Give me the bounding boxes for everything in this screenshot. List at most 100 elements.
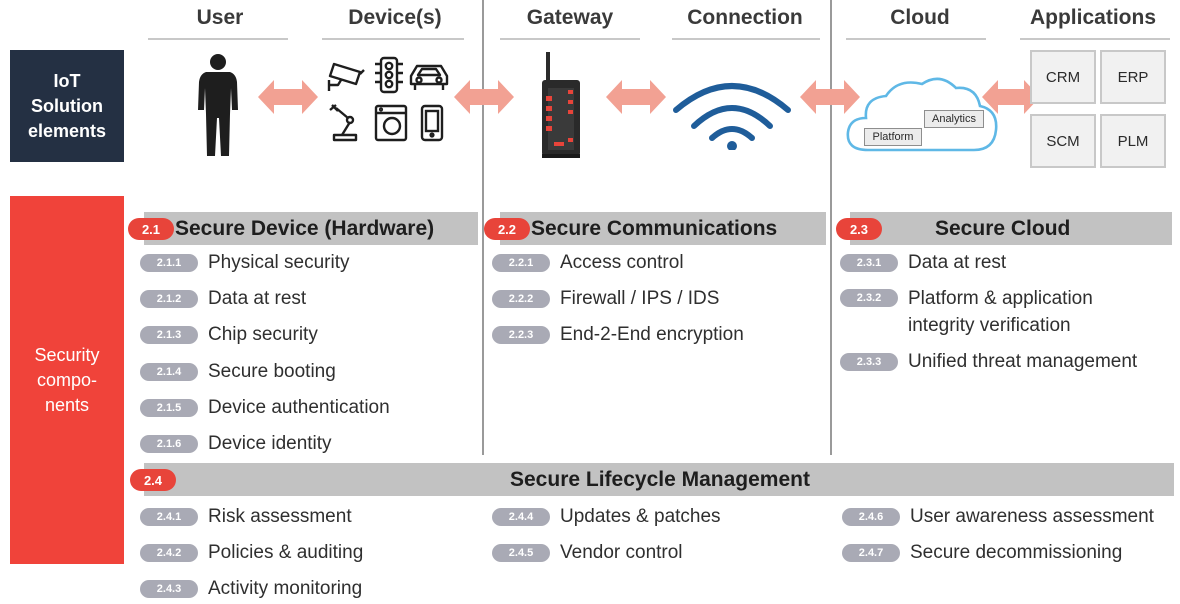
item-label: Firewall / IPS / IDS xyxy=(560,288,720,309)
bidirectional-arrow-icon xyxy=(258,80,318,114)
item-label: Vendor control xyxy=(560,542,683,563)
security-components-label: Security compo- nents xyxy=(10,196,124,564)
item-label: Data at rest xyxy=(208,288,307,309)
item-label: Access control xyxy=(560,252,684,273)
item-label: Platform & application xyxy=(908,288,1093,309)
column-header-applications: Applications xyxy=(1029,6,1156,29)
item-number-badge: 2.4.6 xyxy=(842,508,900,526)
section-badge: 2.4 xyxy=(130,469,176,491)
traffic-light-icon xyxy=(375,56,403,94)
bidirectional-arrow-icon xyxy=(606,80,666,114)
section-title-secure-communications: Secure Communications xyxy=(531,217,778,240)
list-item: 2.1.4 Secure booting xyxy=(140,359,336,385)
item-number-badge: 2.1.4 xyxy=(140,363,198,381)
item-number-badge: 2.4.4 xyxy=(492,508,550,526)
column-header-gateway: Gateway xyxy=(526,6,614,29)
side-label-line: nents xyxy=(44,394,90,415)
iot-solution-elements-label: IoT Solution elements xyxy=(10,50,124,162)
robot-arm-icon xyxy=(329,104,358,142)
header-underline xyxy=(148,38,288,40)
item-number-badge: 2.4.3 xyxy=(140,580,198,598)
item-label: Device authentication xyxy=(208,397,390,418)
list-item: 2.3.2 Platform & application integrity v… xyxy=(840,285,1093,339)
item-number-badge: 2.1.3 xyxy=(140,326,198,344)
side-label-line: Security xyxy=(34,344,100,365)
app-box-erp: ERP xyxy=(1100,50,1166,104)
item-label: Chip security xyxy=(208,324,318,345)
list-item: 2.1.3 Chip security xyxy=(140,322,318,348)
car-icon xyxy=(409,64,449,90)
item-label: Updates & patches xyxy=(560,506,721,527)
item-label: End-2-End encryption xyxy=(560,324,744,345)
cloud-platform-label: Platform xyxy=(864,128,922,146)
section-header-bar xyxy=(144,463,1174,496)
item-label: User awareness assessment xyxy=(910,506,1154,527)
item-number-badge: 2.1.5 xyxy=(140,399,198,417)
cloud-analytics-label: Analytics xyxy=(924,110,984,128)
item-number-badge: 2.2.3 xyxy=(492,326,550,344)
item-label: integrity verification xyxy=(908,315,1071,336)
header-underline xyxy=(1020,38,1170,40)
item-number-badge: 2.1.1 xyxy=(140,254,198,272)
list-item: 2.4.4 Updates & patches xyxy=(492,504,721,530)
smartphone-icon xyxy=(420,104,444,142)
item-number-badge: 2.2.2 xyxy=(492,290,550,308)
section-title-secure-lifecycle: Secure Lifecycle Management xyxy=(510,468,810,491)
section-header-bar xyxy=(144,212,478,245)
item-label: Activity monitoring xyxy=(208,578,363,599)
item-number-badge: 2.4.7 xyxy=(842,544,900,562)
list-item: 2.2.3 End-2-End encryption xyxy=(492,322,744,348)
column-divider xyxy=(482,0,484,455)
section-title-secure-cloud: Secure Cloud xyxy=(935,217,1071,240)
header-underline xyxy=(846,38,986,40)
column-header-devices: Device(s) xyxy=(348,6,442,29)
section-header-bar xyxy=(850,212,1172,245)
list-item: 2.1.5 Device authentication xyxy=(140,395,390,421)
header-underline xyxy=(500,38,640,40)
item-label: Device identity xyxy=(208,433,332,454)
item-number-badge: 2.4.2 xyxy=(140,544,198,562)
app-box-plm: PLM xyxy=(1100,114,1166,168)
column-divider xyxy=(830,0,832,455)
item-number-badge: 2.4.1 xyxy=(140,508,198,526)
section-badge: 2.1 xyxy=(128,218,174,240)
side-label-line: Solution xyxy=(31,95,103,116)
item-number-badge: 2.3.3 xyxy=(840,353,898,371)
item-number-badge: 2.2.1 xyxy=(492,254,550,272)
item-number-badge: 2.1.6 xyxy=(140,435,198,453)
item-label: Risk assessment xyxy=(208,506,352,527)
app-box-crm: CRM xyxy=(1030,50,1096,104)
side-label-line: IoT xyxy=(53,70,81,91)
item-number-badge: 2.3.1 xyxy=(840,254,898,272)
section-header-bar xyxy=(500,212,826,245)
item-label: Policies & auditing xyxy=(208,542,364,563)
section-badge: 2.2 xyxy=(484,218,530,240)
side-label-line: elements xyxy=(27,120,107,141)
list-item: 2.2.2 Firewall / IPS / IDS xyxy=(492,286,719,312)
list-item: 2.2.1 Access control xyxy=(492,250,684,276)
column-header-user: User xyxy=(196,6,244,29)
wifi-icon xyxy=(673,83,791,150)
header-underline xyxy=(672,38,820,40)
item-label: Physical security xyxy=(208,252,350,273)
item-number-badge: 2.1.2 xyxy=(140,290,198,308)
gateway-router-icon xyxy=(542,52,580,158)
item-label: Secure booting xyxy=(208,361,336,382)
list-item: 2.4.3 Activity monitoring xyxy=(140,576,362,602)
list-item: 2.4.1 Risk assessment xyxy=(140,504,352,530)
bidirectional-arrow-icon xyxy=(982,80,1040,114)
list-item: 2.4.6 User awareness assessment xyxy=(842,504,1154,530)
list-item: 2.4.2 Policies & auditing xyxy=(140,540,363,566)
item-number-badge: 2.3.2 xyxy=(840,289,898,307)
column-header-cloud: Cloud xyxy=(890,6,950,29)
side-label-line: compo- xyxy=(36,369,98,390)
column-header-connection: Connection xyxy=(687,6,803,29)
person-icon xyxy=(198,54,238,156)
washing-machine-icon xyxy=(374,104,408,142)
header-underline xyxy=(322,38,464,40)
cctv-camera-icon xyxy=(327,62,365,91)
bidirectional-arrow-icon xyxy=(454,80,514,114)
